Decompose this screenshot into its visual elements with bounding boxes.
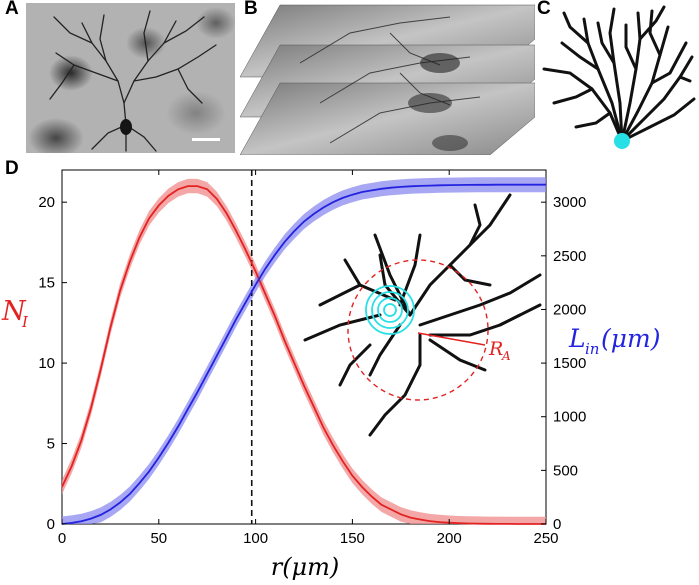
- radius-annotation: R: [488, 338, 503, 360]
- scale-bar: [192, 138, 220, 141]
- svg-text:(μm): (μm): [601, 324, 660, 353]
- y-left-tick-label: 5: [47, 436, 55, 453]
- y-right-tick-label: 500: [553, 462, 578, 479]
- y-right-tick-label: 1500: [553, 355, 586, 372]
- inset-neuron-sketch: [303, 193, 542, 437]
- x-axis-ticks: 0 50 100 150 200 250: [58, 170, 559, 547]
- y-left-tick-label: 20: [38, 194, 55, 211]
- svg-text:L: L: [568, 324, 586, 353]
- radius-annotation-subscript: A: [501, 349, 511, 363]
- y-left-axis-title: N I: [1, 296, 29, 331]
- x-tick-label: 50: [150, 530, 167, 547]
- y-right-tick-label: 0: [553, 516, 561, 533]
- x-tick-label: 200: [437, 530, 462, 547]
- plot-frame: [61, 169, 547, 525]
- series-left-line: [61, 185, 546, 525]
- panel-a-letter: A: [5, 0, 19, 19]
- y-left-tick-label: 0: [47, 516, 55, 533]
- y-right-tick-label: 1000: [553, 409, 586, 426]
- panel-a-micrograph: [26, 3, 235, 153]
- x-tick-label: 0: [58, 530, 66, 547]
- y-left-tick-label: 15: [38, 275, 55, 292]
- panel-b-image-stack: [240, 3, 535, 155]
- panel-d-chart: R A 0 50 100 150 200 250 0 5 10 15 20 0 500 1000 150…: [1, 169, 660, 581]
- series-right-line: [61, 183, 546, 525]
- soma-marker: [614, 133, 630, 149]
- panel-c-reconstruction: [540, 3, 698, 153]
- svg-text:in: in: [585, 340, 599, 358]
- y-right-tick-label: 2000: [553, 301, 586, 318]
- plot-area: R A: [61, 169, 547, 525]
- series-confidence-bands: [62, 177, 546, 524]
- y-right-tick-label: 2500: [553, 248, 586, 265]
- x-tick-label: 150: [340, 530, 365, 547]
- panel-b-letter: B: [244, 0, 258, 19]
- series-left-band: [62, 178, 546, 524]
- y-right-axis-ticks: 0 500 1000 1500 2000 2500 3000: [541, 194, 586, 533]
- svg-text:I: I: [21, 313, 29, 331]
- panel-d-letter: D: [5, 158, 19, 179]
- panel-c-letter: C: [537, 0, 551, 19]
- svg-text:N: N: [1, 296, 27, 327]
- y-left-tick-label: 10: [38, 355, 55, 372]
- series-lines: [61, 183, 546, 525]
- y-left-axis-ticks: 0 5 10 15 20: [38, 194, 67, 533]
- y-right-tick-label: 3000: [553, 194, 586, 211]
- series-right-band: [62, 177, 546, 524]
- x-axis-title: r(μm): [271, 553, 340, 581]
- x-tick-label: 250: [533, 530, 558, 547]
- x-tick-label: 100: [243, 530, 268, 547]
- y-right-axis-title: L in (μm): [568, 324, 660, 358]
